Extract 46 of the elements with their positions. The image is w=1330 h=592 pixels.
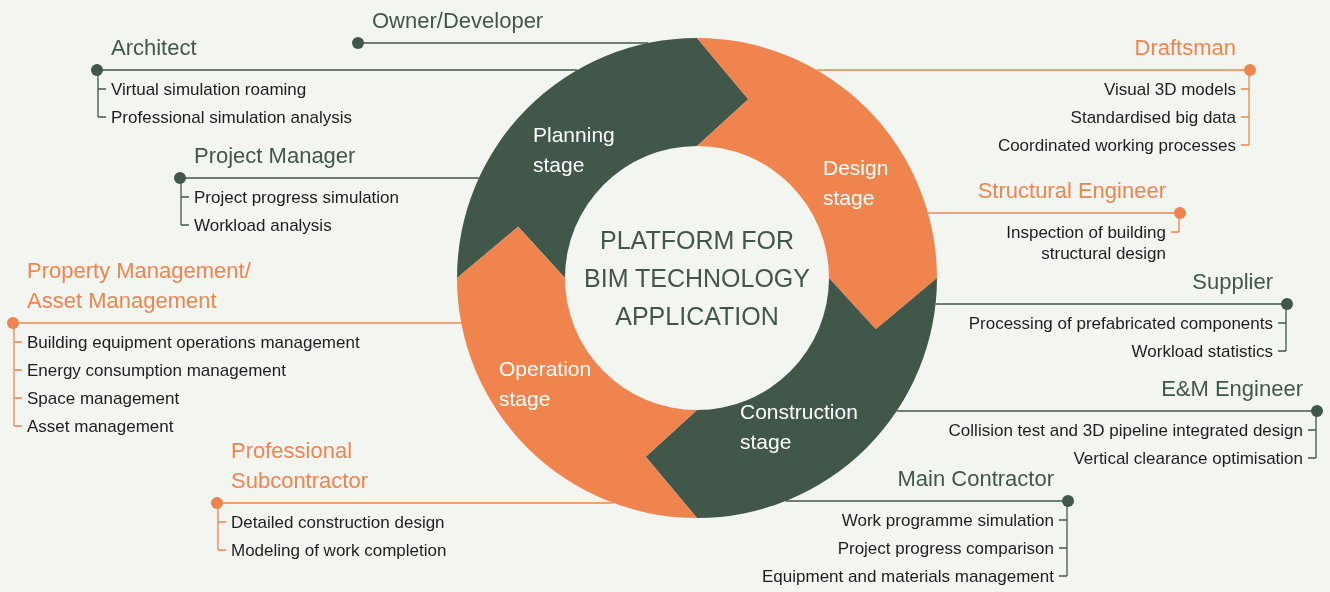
leader-line bbox=[785, 495, 1074, 507]
leader-line bbox=[7, 317, 462, 329]
leader-line bbox=[896, 405, 1323, 417]
task-item: Standardised big data bbox=[1069, 106, 1236, 129]
stage-label: Design stage bbox=[823, 155, 890, 211]
task-item: Project progress comparison bbox=[836, 537, 1054, 560]
task-item: Workload statistics bbox=[1130, 340, 1273, 363]
leader-line bbox=[174, 172, 480, 184]
leader-line bbox=[211, 497, 615, 509]
task-item: Equipment and materials management bbox=[762, 565, 1054, 588]
stage-label: Planning stage bbox=[533, 122, 616, 178]
leader-line bbox=[352, 37, 649, 49]
stage-label: Operation stage bbox=[499, 356, 593, 412]
task-item: Processing of prefabricated components bbox=[968, 312, 1273, 335]
role-heading: Draftsman bbox=[1133, 34, 1236, 62]
role-heading: Main Contractor bbox=[896, 465, 1054, 493]
role-heading: Structural Engineer bbox=[976, 177, 1166, 205]
leader-line bbox=[934, 298, 1293, 310]
role-heading: E&M Engineer bbox=[1160, 375, 1303, 403]
task-item: Energy consumption management bbox=[27, 359, 287, 382]
task-item: Work programme simulation bbox=[840, 509, 1054, 532]
task-item: Professional simulation analysis bbox=[111, 106, 352, 129]
role-heading: Property Management/ Asset Management bbox=[27, 257, 252, 315]
leader-line bbox=[91, 64, 578, 76]
task-item: Inspection of building structural design bbox=[1005, 221, 1166, 265]
task-item: Collision test and 3D pipeline integrated design bbox=[948, 419, 1303, 442]
task-item: Modeling of work completion bbox=[231, 539, 447, 562]
role-heading: Professional Subcontractor bbox=[231, 437, 369, 495]
platform-title: PLATFORM FOR BIM TECHNOLOGY APPLICATION bbox=[583, 225, 811, 332]
task-item: Space management bbox=[27, 387, 181, 410]
stage-label: Construction stage bbox=[740, 399, 859, 455]
leader-line bbox=[927, 207, 1186, 219]
task-item: Vertical clearance optimisation bbox=[1072, 447, 1303, 470]
role-heading: Project Manager bbox=[194, 142, 357, 170]
task-item: Visual 3D models bbox=[1103, 78, 1236, 101]
task-item: Workload analysis bbox=[194, 214, 333, 237]
task-item: Building equipment operations management bbox=[27, 331, 360, 354]
leader-line bbox=[816, 64, 1256, 76]
task-item: Virtual simulation roaming bbox=[111, 78, 308, 101]
task-item: Asset management bbox=[27, 415, 175, 438]
role-heading: Architect bbox=[111, 34, 198, 62]
task-item: Coordinated working processes bbox=[997, 134, 1236, 157]
task-item: Project progress simulation bbox=[194, 186, 400, 209]
task-item: Detailed construction design bbox=[231, 511, 446, 534]
role-heading: Supplier bbox=[1191, 268, 1273, 296]
role-heading: Owner/Developer bbox=[372, 7, 544, 35]
